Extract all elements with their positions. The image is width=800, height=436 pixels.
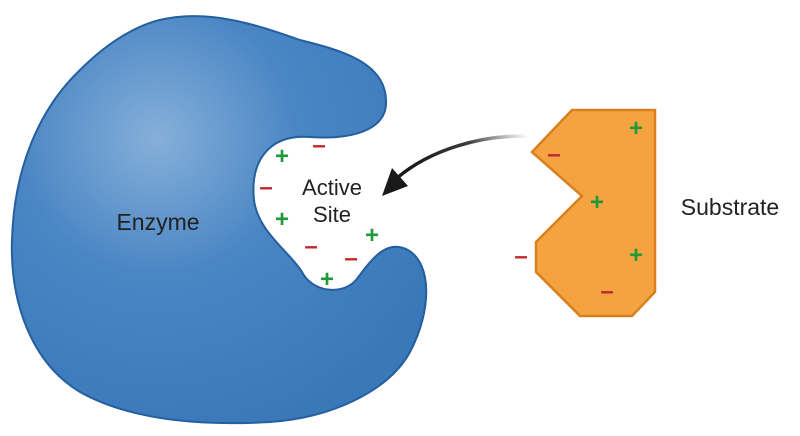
plus-charge: +: [590, 189, 604, 216]
minus-charge: –: [344, 245, 357, 272]
arrow-head: [382, 168, 408, 196]
active-site-label-line1: Active: [302, 175, 362, 200]
plus-charge: +: [320, 266, 334, 293]
plus-charge: +: [629, 115, 643, 142]
minus-charge: –: [547, 141, 560, 168]
minus-charge: –: [304, 233, 317, 260]
minus-charge: –: [514, 243, 527, 270]
enzyme-label: Enzyme: [116, 209, 199, 235]
minus-charge: –: [259, 174, 272, 201]
plus-charge: +: [275, 143, 289, 170]
plus-charge: +: [275, 206, 289, 233]
substrate-label: Substrate: [681, 194, 779, 220]
plus-charge: +: [365, 222, 379, 249]
substrate-shape: [530, 108, 657, 318]
enzyme-shape: [10, 15, 428, 425]
active-site-label-line2: Site: [313, 202, 351, 227]
binding-arrow: [395, 134, 530, 180]
minus-charge: –: [600, 278, 613, 305]
plus-charge: +: [629, 242, 643, 269]
minus-charge: –: [312, 132, 325, 159]
